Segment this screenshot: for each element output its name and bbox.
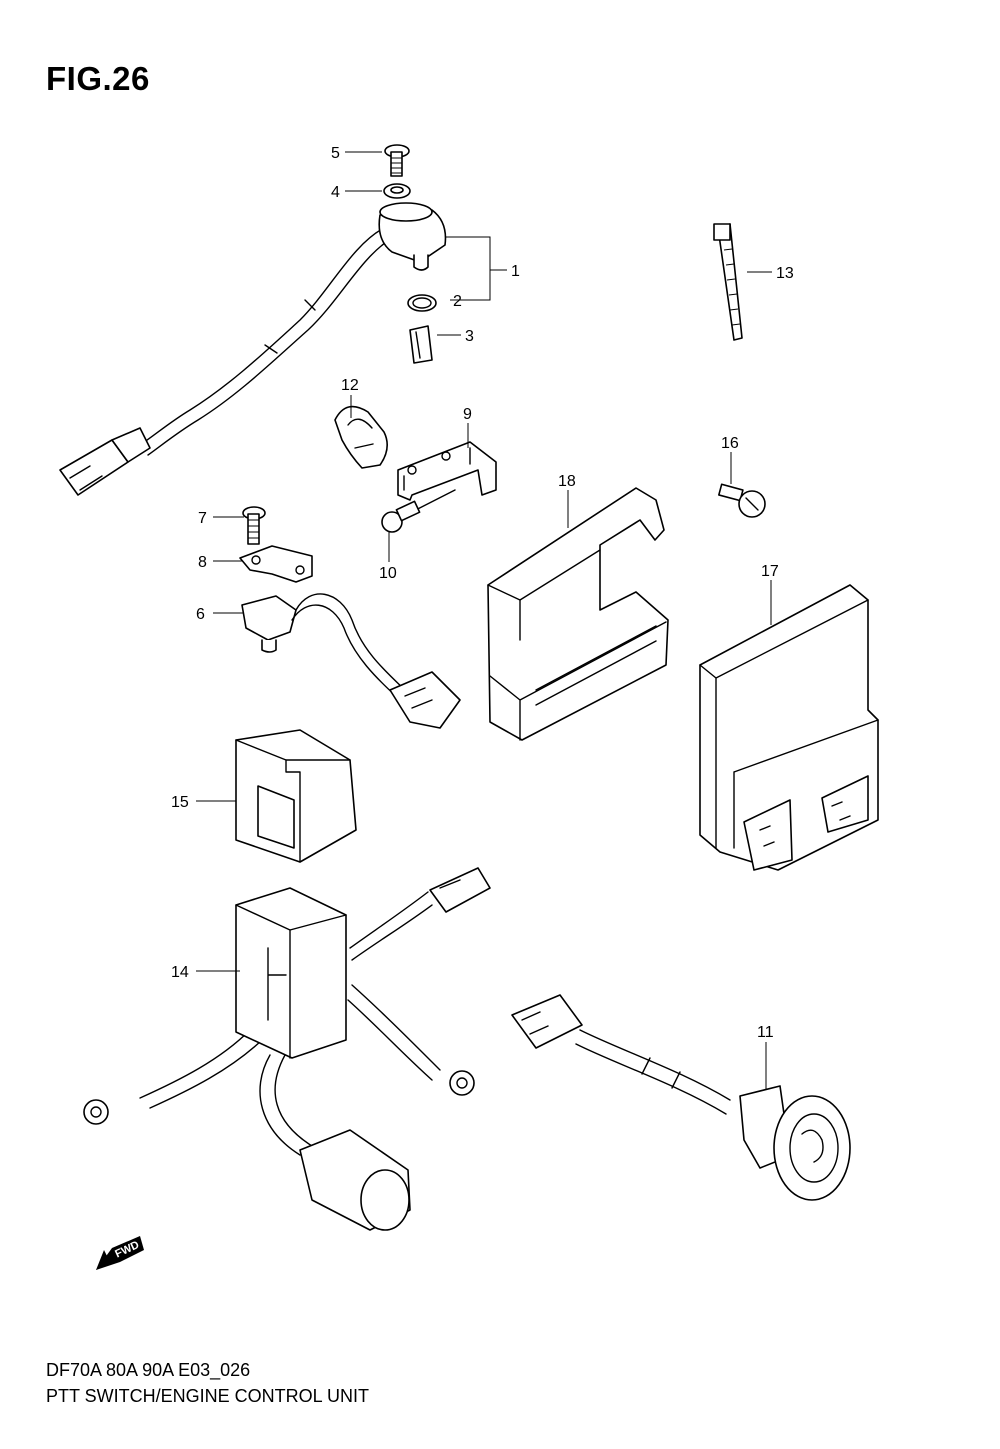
bolt-10 xyxy=(381,489,456,533)
callout-numbers: 5 4 1 2 3 13 12 9 10 7 8 6 16 18 17 15 1… xyxy=(171,145,794,1041)
callout-5: 5 xyxy=(331,145,340,162)
callout-8: 8 xyxy=(198,554,207,571)
callout-11: 11 xyxy=(757,1024,774,1041)
clip-3 xyxy=(409,325,433,364)
callout-13: 13 xyxy=(776,265,794,282)
bolt-16 xyxy=(718,483,766,518)
ecm-unit-17 xyxy=(699,584,879,871)
callout-leaders xyxy=(196,151,772,1090)
model-reference: DF70A 80A 90A E03_026 xyxy=(46,1360,251,1380)
cable-tie-13 xyxy=(713,223,743,341)
callout-18: 18 xyxy=(558,473,576,490)
bracket-9 xyxy=(397,441,497,501)
ptt-switch-harness xyxy=(59,202,447,496)
forward-direction-badge: FWD xyxy=(96,1236,144,1270)
callout-17: 17 xyxy=(761,563,779,580)
callout-14: 14 xyxy=(171,964,189,981)
sensor-6 xyxy=(241,593,461,729)
callout-16: 16 xyxy=(721,435,739,452)
screw-5 xyxy=(384,144,410,177)
clamp-12 xyxy=(334,405,388,469)
callout-3: 3 xyxy=(465,328,474,345)
figure-title: FIG.26 xyxy=(46,60,150,97)
callout-15: 15 xyxy=(171,794,189,811)
screw-7 xyxy=(242,506,266,545)
callout-4: 4 xyxy=(331,184,340,201)
callout-9: 9 xyxy=(463,406,472,423)
plate-8 xyxy=(239,545,313,583)
washer-4 xyxy=(383,183,411,199)
diagram-caption: PTT SWITCH/ENGINE CONTROL UNIT xyxy=(46,1386,370,1406)
callout-12: 12 xyxy=(341,377,359,394)
callout-1: 1 xyxy=(511,263,520,280)
callout-7: 7 xyxy=(198,510,207,527)
lamp-socket-11 xyxy=(511,994,851,1201)
callout-2: 2 xyxy=(453,293,462,310)
callout-10: 10 xyxy=(379,565,397,582)
o-ring-2 xyxy=(407,294,437,312)
relay-14 xyxy=(83,867,491,1231)
callout-6: 6 xyxy=(196,606,205,623)
ecu-case-18 xyxy=(487,487,669,741)
relay-cover-15 xyxy=(235,729,357,863)
